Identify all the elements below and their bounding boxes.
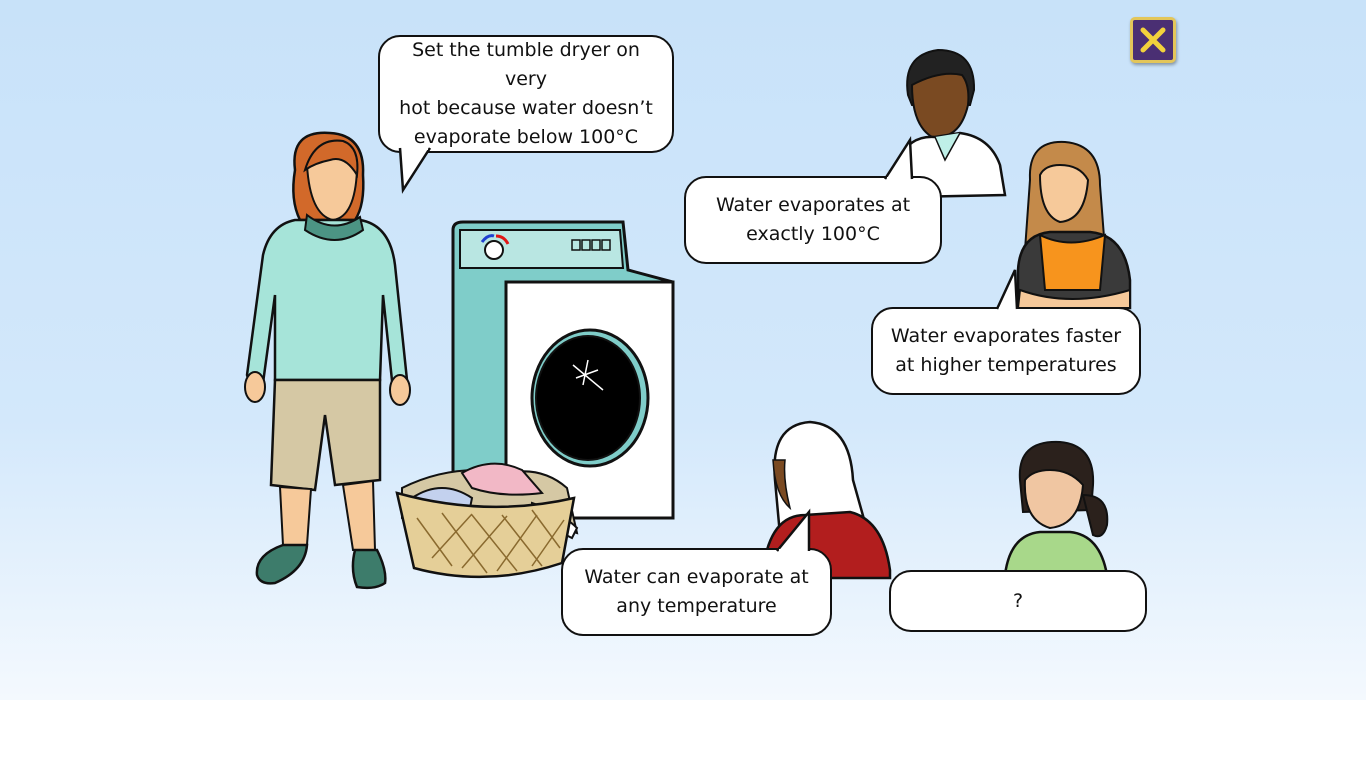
speech-bubble-girl-ponytail[interactable]: ? bbox=[889, 570, 1147, 632]
close-icon bbox=[1140, 27, 1166, 53]
speech-bubble-girl-hijab-tail bbox=[776, 508, 811, 553]
speech-bubble-woman-line-2: hot because water doesn’t bbox=[399, 97, 653, 119]
girl-ponytail-figure bbox=[1003, 440, 1109, 577]
speech-bubble-girl-ponytail-text: ? bbox=[1012, 589, 1024, 612]
speech-bubble-woman-tail bbox=[398, 146, 432, 194]
girl-orange-figure bbox=[1016, 140, 1132, 310]
laundry-basket bbox=[395, 462, 579, 579]
speech-bubble-girl-orange-line-2: at higher temperatures bbox=[895, 354, 1117, 376]
tumble-dryer bbox=[451, 220, 675, 520]
speech-bubble-girl-hijab: Water can evaporate at any temperature bbox=[561, 548, 832, 636]
speech-bubble-girl-hijab-line-1: Water can evaporate at bbox=[584, 566, 809, 588]
speech-bubble-woman-line-1: Set the tumble dryer on very bbox=[412, 39, 640, 90]
speech-bubble-girl-orange-line-1: Water evaporates faster bbox=[890, 325, 1122, 347]
speech-bubble-boy-tail bbox=[883, 136, 914, 181]
close-button[interactable] bbox=[1130, 17, 1176, 63]
speech-bubble-girl-orange-tail bbox=[995, 269, 1019, 311]
speech-bubble-boy-line-1: Water evaporates at bbox=[715, 194, 911, 216]
speech-bubble-boy-line-2: exactly 100°C bbox=[746, 223, 880, 245]
speech-bubble-girl-hijab-line-2: any temperature bbox=[616, 595, 777, 617]
woman-figure bbox=[244, 131, 411, 590]
bottom-band bbox=[0, 700, 1366, 768]
scene: Set the tumble dryer on very hot because… bbox=[0, 0, 1366, 700]
boy-figure bbox=[896, 48, 1007, 199]
speech-bubble-woman: Set the tumble dryer on very hot because… bbox=[378, 35, 674, 153]
speech-bubble-boy: Water evaporates at exactly 100°C bbox=[684, 176, 942, 264]
speech-bubble-woman-line-3: evaporate below 100°C bbox=[413, 126, 639, 148]
speech-bubble-girl-orange: Water evaporates faster at higher temper… bbox=[871, 307, 1141, 395]
